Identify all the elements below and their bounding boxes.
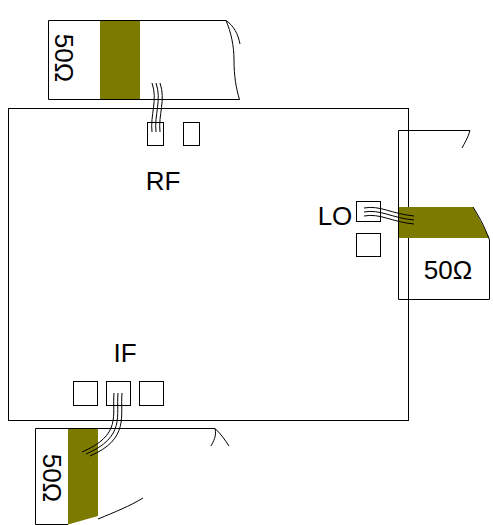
substrate-board: 50Ω — [48, 20, 240, 100]
transmission-line — [68, 429, 98, 525]
board-edge — [36, 429, 230, 525]
board-edge — [226, 21, 240, 45]
port-label: LO — [318, 203, 353, 229]
chip-outline — [9, 109, 409, 421]
bond-pads — [74, 123, 381, 406]
transmission-line — [100, 21, 140, 100]
impedance-label: 50Ω — [51, 34, 77, 82]
board-edge — [399, 131, 490, 300]
port-label: RF — [146, 168, 181, 194]
port-label: IF — [113, 340, 136, 366]
board-edge — [49, 21, 240, 100]
substrate-board: 50Ω — [35, 428, 230, 525]
impedance-label: 50Ω — [39, 454, 65, 502]
board-edge — [211, 429, 216, 447]
substrate-board: 50Ω — [398, 130, 490, 300]
impedance-label: 50Ω — [424, 257, 472, 283]
